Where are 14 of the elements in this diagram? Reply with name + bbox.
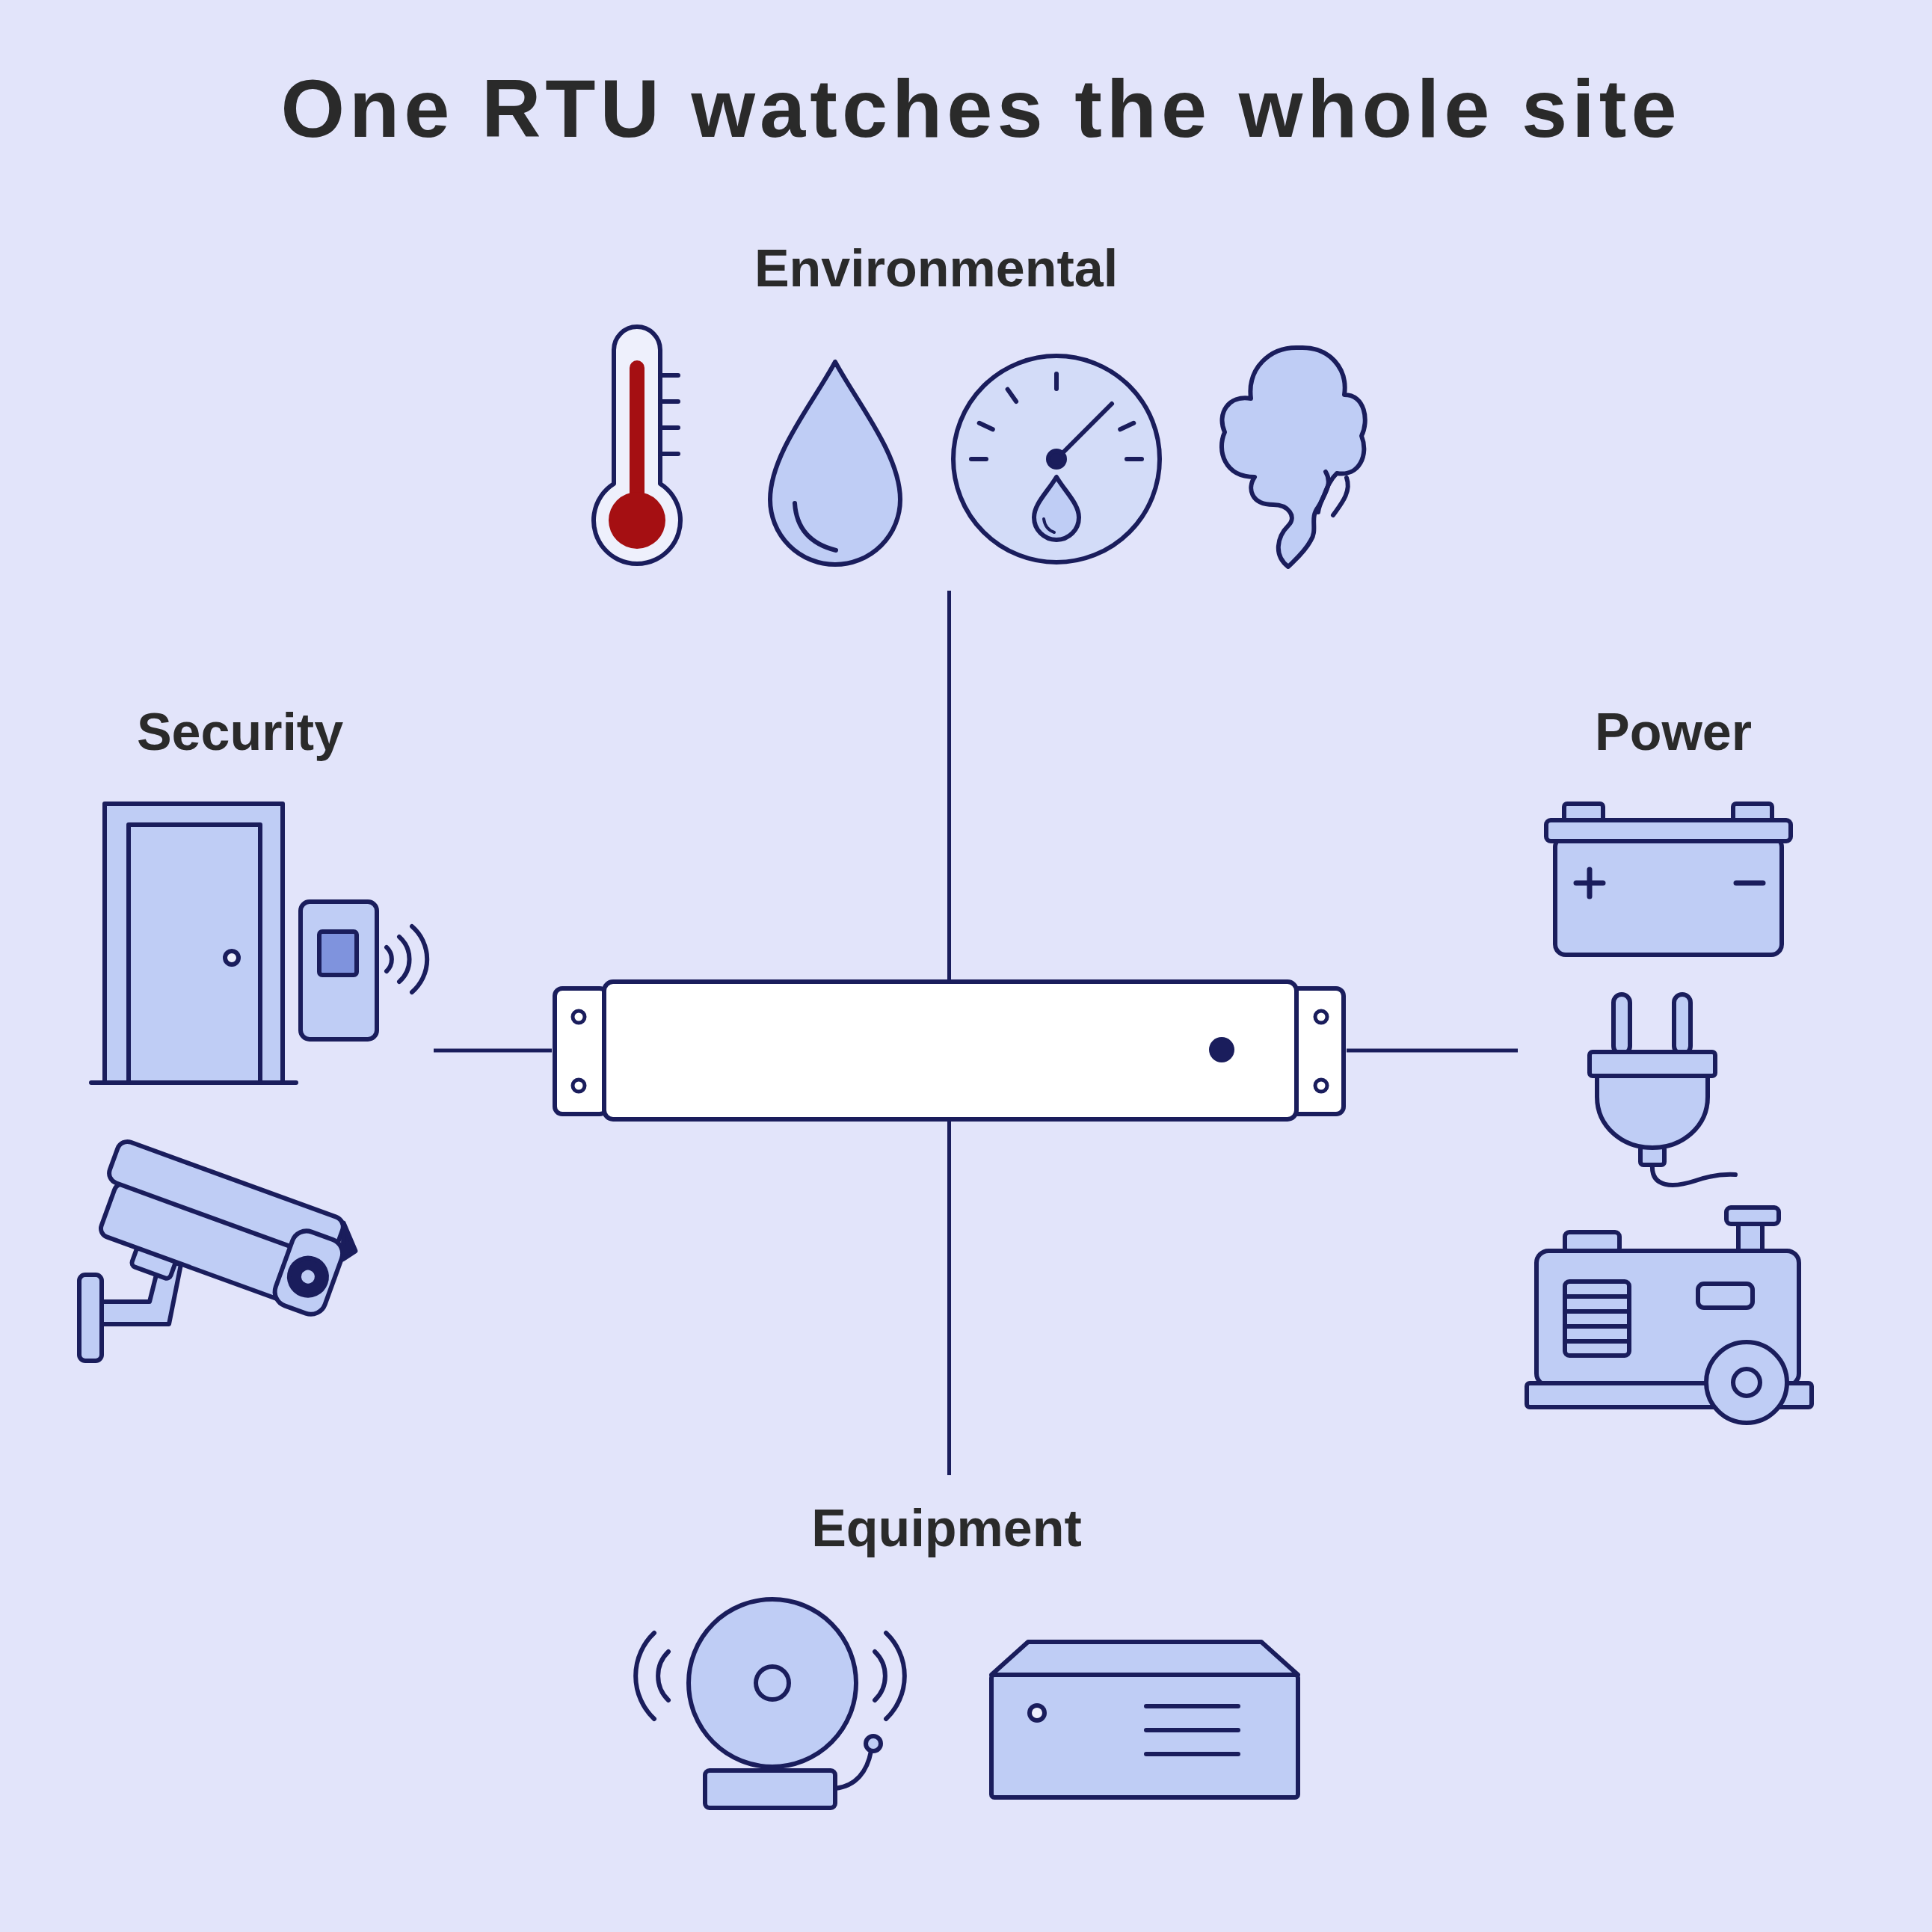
section-heading: Environmental (754, 239, 1119, 299)
section-heading: Security (136, 702, 344, 763)
door-icon (89, 801, 298, 1087)
rtu-device (552, 979, 1347, 1122)
connector-line (1347, 1048, 1518, 1053)
section-heading: Equipment (811, 1498, 1082, 1559)
section-heading: Power (1594, 702, 1753, 763)
equipment-box-icon (989, 1639, 1300, 1801)
generator-icon (1525, 1205, 1814, 1427)
connector-line (434, 1048, 552, 1053)
title: One RTU watches the whole site (280, 61, 1682, 156)
connector-line (947, 591, 951, 979)
door-sensor-icon (298, 899, 431, 1042)
connector-line (947, 1122, 951, 1475)
